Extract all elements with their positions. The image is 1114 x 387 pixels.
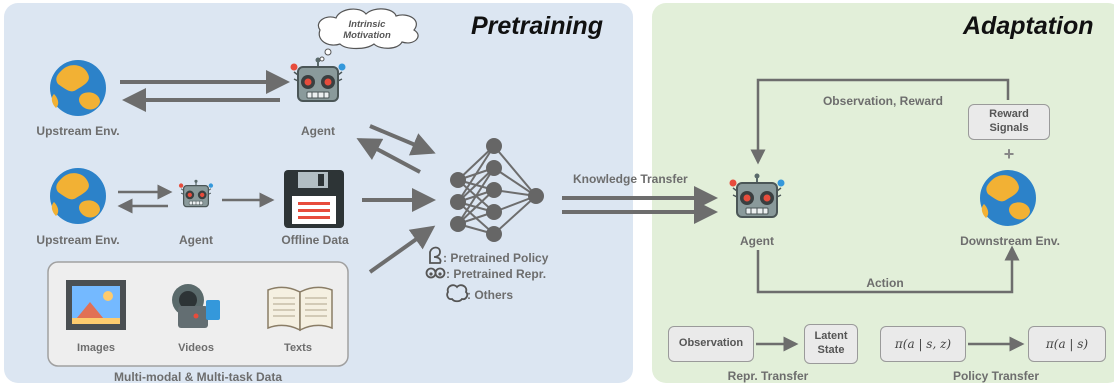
reward-signals-line-2: Signals <box>989 122 1029 134</box>
legend-pretrained-repr: : Pretrained Repr. <box>446 267 547 281</box>
offline-data-label: Offline Data <box>281 233 349 247</box>
floppy-disk-icon <box>284 170 344 228</box>
action-label: Action <box>866 276 904 290</box>
cloud-text: Intrinsic Motivation <box>343 19 391 42</box>
cloud-icon <box>317 8 419 50</box>
globe-icon <box>50 168 106 224</box>
reward-signals-line-1: Reward <box>989 108 1029 121</box>
multimodal-caption: Multi-modal & Multi-task Data <box>113 370 283 384</box>
arrow-action <box>756 245 1020 294</box>
agent-label-1: Agent <box>301 124 335 138</box>
arrow-observation-reward <box>750 78 1010 165</box>
network-nodes <box>450 138 544 242</box>
brain-icon <box>446 284 469 303</box>
legend-pretrained-policy: : Pretrained Policy <box>443 251 549 265</box>
picture-frame-icon <box>66 280 126 330</box>
agent-label-adapt: Agent <box>740 234 774 248</box>
upstream-env-label-2: Upstream Env. <box>36 233 120 247</box>
downstream-env-label: Downstream Env. <box>960 234 1060 248</box>
eyes-icon <box>425 267 446 279</box>
policy-s-box: π(a | s) <box>1028 326 1106 362</box>
plus-sign: + <box>1003 144 1015 164</box>
globe-icon <box>50 60 106 116</box>
repr-transfer-caption: Repr. Transfer <box>727 369 809 383</box>
knowledge-transfer-label: Knowledge Transfer <box>573 172 688 186</box>
video-camera-icon <box>172 284 220 328</box>
globe-icon <box>980 170 1036 226</box>
texts-label: Texts <box>284 342 312 354</box>
policy-transfer-caption: Policy Transfer <box>952 369 1040 383</box>
legend-others: : Others <box>467 288 514 302</box>
cloud-line-1: Intrinsic <box>348 19 386 30</box>
observation-box: Observation <box>668 326 754 362</box>
arrow-multimodal-to-network <box>368 225 436 274</box>
arrow-network-to-agent <box>356 138 421 174</box>
arrow-agent-to-network <box>369 124 436 156</box>
adaptation-title: Adaptation <box>963 12 1094 40</box>
policy-sz-box: π(a | s, z) <box>880 326 966 362</box>
upstream-env-label-1: Upstream Env. <box>36 124 120 138</box>
open-book-icon <box>267 286 333 332</box>
adaptation-panel <box>652 3 1114 383</box>
observation-reward-label: Observation, Reward <box>822 94 944 108</box>
muscle-icon <box>429 246 442 264</box>
pretraining-title: Pretraining <box>471 12 603 40</box>
videos-label: Videos <box>178 342 214 354</box>
cloud-line-2: Motivation <box>343 30 391 42</box>
latent-line-2: State <box>817 344 845 356</box>
latent-line-1: Latent <box>814 330 848 343</box>
images-label: Images <box>77 342 115 354</box>
agent-label-2: Agent <box>179 233 213 247</box>
